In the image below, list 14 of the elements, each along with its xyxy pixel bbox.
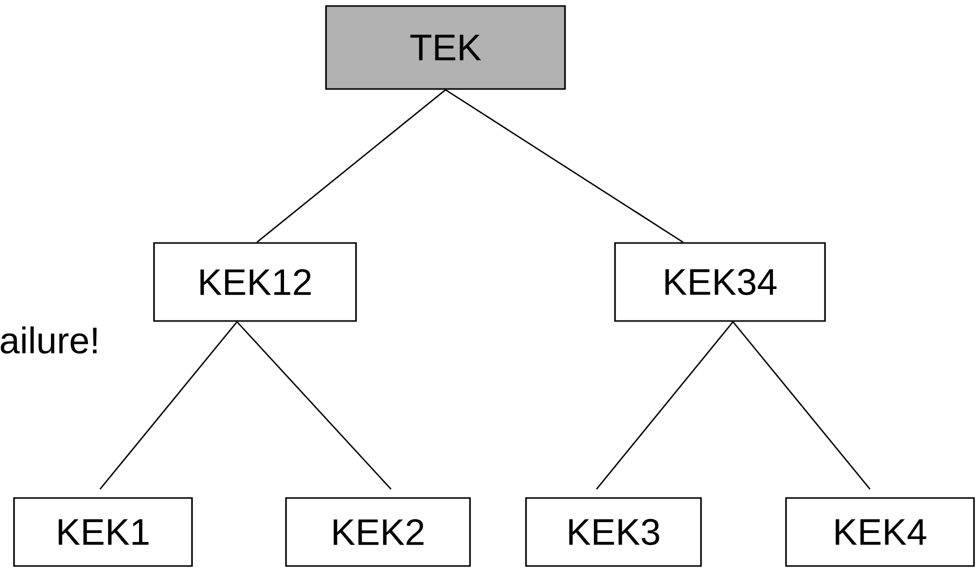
node-box: KEK2	[285, 497, 471, 567]
root-box: TEK	[325, 5, 566, 90]
node-box: KEK3	[525, 497, 702, 567]
connector-line	[256, 89, 446, 243]
connector-line	[596, 321, 734, 490]
connector-line	[236, 321, 392, 490]
node-box: KEK1	[13, 497, 193, 567]
side-note: ailure!	[0, 326, 97, 354]
node-box: KEK34	[614, 242, 826, 322]
node-box: KEK4	[785, 497, 975, 567]
node-box: KEK12	[153, 242, 357, 322]
connector-line	[99, 321, 238, 490]
connector-line	[732, 321, 871, 490]
connector-line	[445, 89, 684, 243]
